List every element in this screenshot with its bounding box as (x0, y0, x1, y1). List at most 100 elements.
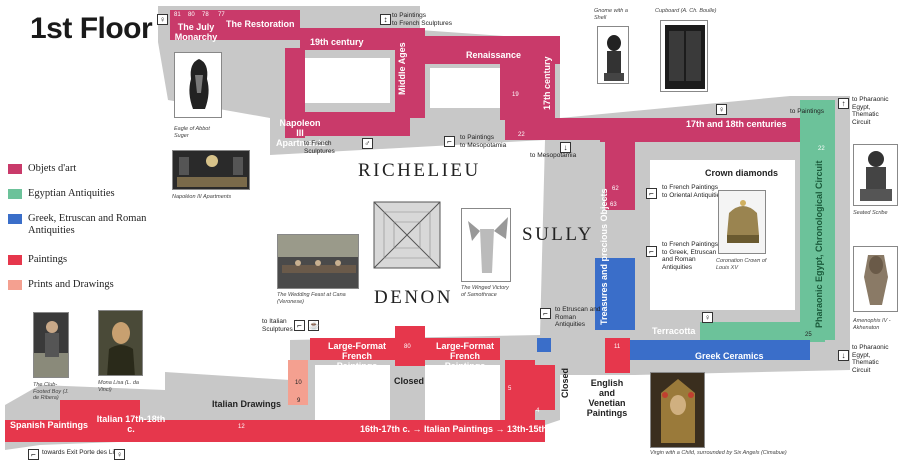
restroom-icon: ♀ (702, 312, 713, 323)
room-number: 9 (297, 398, 301, 404)
direction-mesopotamia: to Mesopotamia (530, 152, 577, 159)
caption-winged-victory: The Winged Victory of Samothrace (461, 285, 509, 298)
zone-napoleon-apartments: Napoleon III Apartments (276, 118, 327, 148)
elevator-icon: ↓ (560, 142, 571, 153)
legend-label: Objets d'art (28, 163, 77, 174)
greek-zone (537, 258, 810, 360)
direction-greek: to French Paintings to Greek, Etruscan a… (662, 241, 719, 271)
legend-label: Prints and Drawings (28, 279, 114, 290)
zone-restoration: The Restoration (226, 19, 295, 29)
room-number: 19 (512, 92, 519, 98)
club-footed-boy-image (33, 312, 69, 378)
zone-italian-paintings: 16th-17th c. → Italian Paintings → 13th-… (360, 424, 558, 434)
room-number: 81 (174, 12, 181, 18)
zone-spanish-paintings: Spanish Paintings (10, 420, 89, 430)
direction-paintings-mesopotamia: to Paintings to Mesopotamia (460, 134, 507, 149)
zone-large-format-right: Large-Format French Paintings (435, 341, 494, 371)
paintings-zone (5, 326, 630, 442)
room-number: 80 (404, 344, 411, 350)
stairs-icon: ⌐ (646, 246, 657, 257)
direction-italian-sculptures: to Italian Sculptures (262, 318, 293, 333)
elevator-icon: ↑ (838, 98, 849, 109)
zone-large-format-left: Large-Format French Paintings (327, 341, 386, 371)
zone-closed-center: Closed (394, 376, 425, 386)
direction-pharaonic-top: to Pharaonic Egypt, Thematic Circuit (852, 96, 889, 126)
crown-image (718, 190, 766, 254)
scribe-image (853, 144, 898, 206)
room-number: 62 (612, 186, 619, 192)
zone-renaissance: Renaissance (466, 50, 522, 60)
direction-to-paintings-right: to Paintings (790, 108, 824, 115)
restroom-icon: ♀ (716, 104, 727, 115)
elevator-icon: ↓ (838, 350, 849, 361)
legend-paintings: Paintings (8, 254, 67, 266)
pyramid-icon (373, 201, 441, 269)
direction-exit: towards Exit Porte des Lions (42, 449, 125, 456)
room-number: 10 (295, 380, 302, 386)
cafe-icon: ☕ (308, 320, 319, 331)
zone-italian-17-18: Italian 17th-18th c. (96, 414, 166, 434)
legend-greek: Greek, Etruscan and Roman Antiquities (8, 213, 148, 237)
room-number: 25 (805, 332, 812, 338)
room-number: 11 (614, 344, 621, 350)
room-number: 5 (508, 386, 512, 392)
zone-closed-right: Closed (560, 367, 570, 398)
legend-swatch (8, 189, 22, 199)
direction-etruscan: to Etruscan and Roman Antiquities (555, 306, 601, 328)
room-number: 22 (818, 146, 825, 152)
wing-richelieu: RICHELIEU (358, 160, 481, 181)
eagle-image (174, 52, 222, 118)
stairs-icon: ⌐ (28, 449, 39, 460)
direction-pharaonic-bottom: to Pharaonic Egypt, Thematic Circuit (852, 344, 889, 374)
caption-club-footed-boy: The Club-Footed Boy (J. de Ribera) (33, 382, 69, 401)
restroom-icon: ♀ (157, 14, 168, 25)
zone-17th-century: 17th century (542, 56, 552, 110)
zone-english-venetian: English and Venetian Paintings (586, 378, 628, 418)
zone-july-monarchy: The July Monarchy (174, 22, 218, 42)
caption-crown: Coronation Crown of Louis XV (716, 258, 767, 271)
wedding-feast-image (277, 234, 359, 289)
cupboard-image (660, 20, 708, 92)
building-outline (5, 6, 850, 450)
zone-pharaonic-egypt: Pharaonic Egypt, Chronological Circuit (814, 160, 824, 328)
caption-mona-lisa: Mona Lisa (L. da Vinci) (98, 380, 139, 393)
stairs-icon: ⌐ (294, 320, 305, 331)
caption-eagle: Eagle of Abbot Suger (174, 126, 210, 139)
caption-amenophis: Amenophis IV - Akhenaton (853, 318, 891, 331)
caption-scribe: Seated Scribe (853, 210, 888, 216)
legend-label: Greek, Etruscan and Roman Antiquities (28, 213, 147, 236)
room-number: 78 (202, 12, 209, 18)
zone-treasures: Treasures and precious Objects (599, 188, 609, 325)
legend-swatch (8, 164, 22, 174)
stairs-icon: ⌐ (444, 136, 455, 147)
room-number: 63 (610, 202, 617, 208)
direction-paintings-sculptures: to Paintings to French Sculptures (392, 12, 452, 27)
zone-italian-drawings: Italian Drawings (212, 399, 282, 409)
page-title: 1st Floor (30, 12, 153, 45)
room-number: 22 (518, 132, 525, 138)
room-number: 12 (238, 424, 245, 430)
caption-cupboard: Cupboard (A. Ch. Boulle) (655, 8, 717, 14)
room-number: 4 (536, 408, 540, 414)
caption-wedding-feast: The Wedding Feast at Cana (Veronese) (277, 292, 346, 305)
objets-dart-zone (170, 10, 810, 210)
stairs-icon: ⌐ (646, 188, 657, 199)
egyptian-zone (700, 100, 835, 342)
elevator-icon: ↕ (380, 14, 391, 25)
zone-greek-ceramics: Greek Ceramics (695, 351, 764, 361)
virgin-child-image (650, 372, 705, 448)
napoleon-image (172, 150, 250, 190)
caption-napoleon: Napoléon III Apartments (172, 194, 232, 200)
caption-virgin-child: Virgin with a Child, surrounded by Six A… (650, 450, 787, 456)
legend-swatch (8, 255, 22, 265)
direction-french-sculptures: to French Sculptures (304, 140, 335, 155)
zone-17th-18th-centuries: 17th and 18th centuries (686, 119, 787, 129)
zone-crown-diamonds: Crown diamonds (705, 168, 779, 178)
legend-swatch (8, 214, 22, 224)
restroom-icon: ♂ (362, 138, 373, 149)
legend-objets-dart: Objets d'art (8, 163, 76, 175)
caption-gnome: Gnome with a Shell (594, 8, 628, 21)
zone-19th-century: 19th century (310, 37, 364, 47)
gnome-image (597, 26, 629, 84)
